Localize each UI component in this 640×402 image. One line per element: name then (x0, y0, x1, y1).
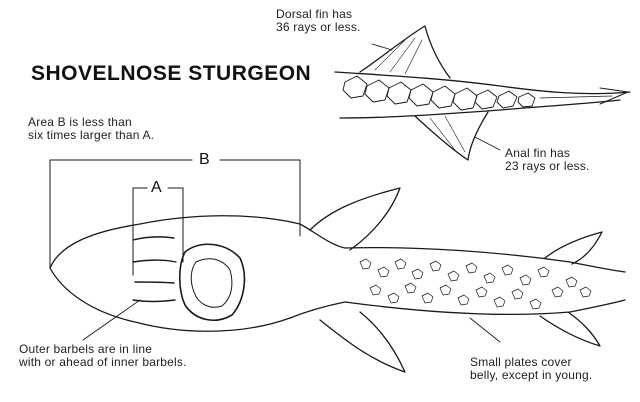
belly-plates (360, 259, 591, 309)
pectoral-fin-lower (320, 312, 405, 372)
plates-note-line-2: belly, except in young. (470, 369, 592, 382)
marker-b: B (196, 152, 213, 168)
anal-fin-note-line-2: 23 rays or less. (505, 160, 590, 173)
dorsal-fin-note-line-2: 36 rays or less. (276, 21, 361, 34)
anal-leader (475, 137, 500, 150)
tail-scutes (343, 76, 535, 110)
pectoral-fin-upper (310, 188, 400, 250)
mouth (180, 244, 245, 320)
area-note: Area B is less than six times larger tha… (28, 116, 154, 142)
area-note-line-2: six times larger than A. (28, 129, 154, 142)
barbels-note: Outer barbels are in line with or ahead … (19, 343, 187, 369)
snout-upper (50, 216, 300, 268)
plates-note: Small plates cover belly, except in youn… (470, 356, 592, 382)
barbels-note-line-2: with or ahead of inner barbels. (19, 356, 187, 369)
barbels (133, 237, 176, 302)
snout-lower (50, 268, 290, 331)
dorsal-fin-note: Dorsal fin has 36 rays or less. (276, 8, 361, 34)
page-title: SHOVELNOSE STURGEON (31, 62, 311, 86)
pelvic-fin-lower (540, 312, 600, 346)
marker-a: A (148, 180, 165, 196)
anal-fin-note: Anal fin has 23 rays or less. (505, 147, 590, 173)
anal-fin (415, 112, 488, 160)
plates-leader (470, 318, 500, 342)
dorsal-leader (372, 44, 392, 50)
